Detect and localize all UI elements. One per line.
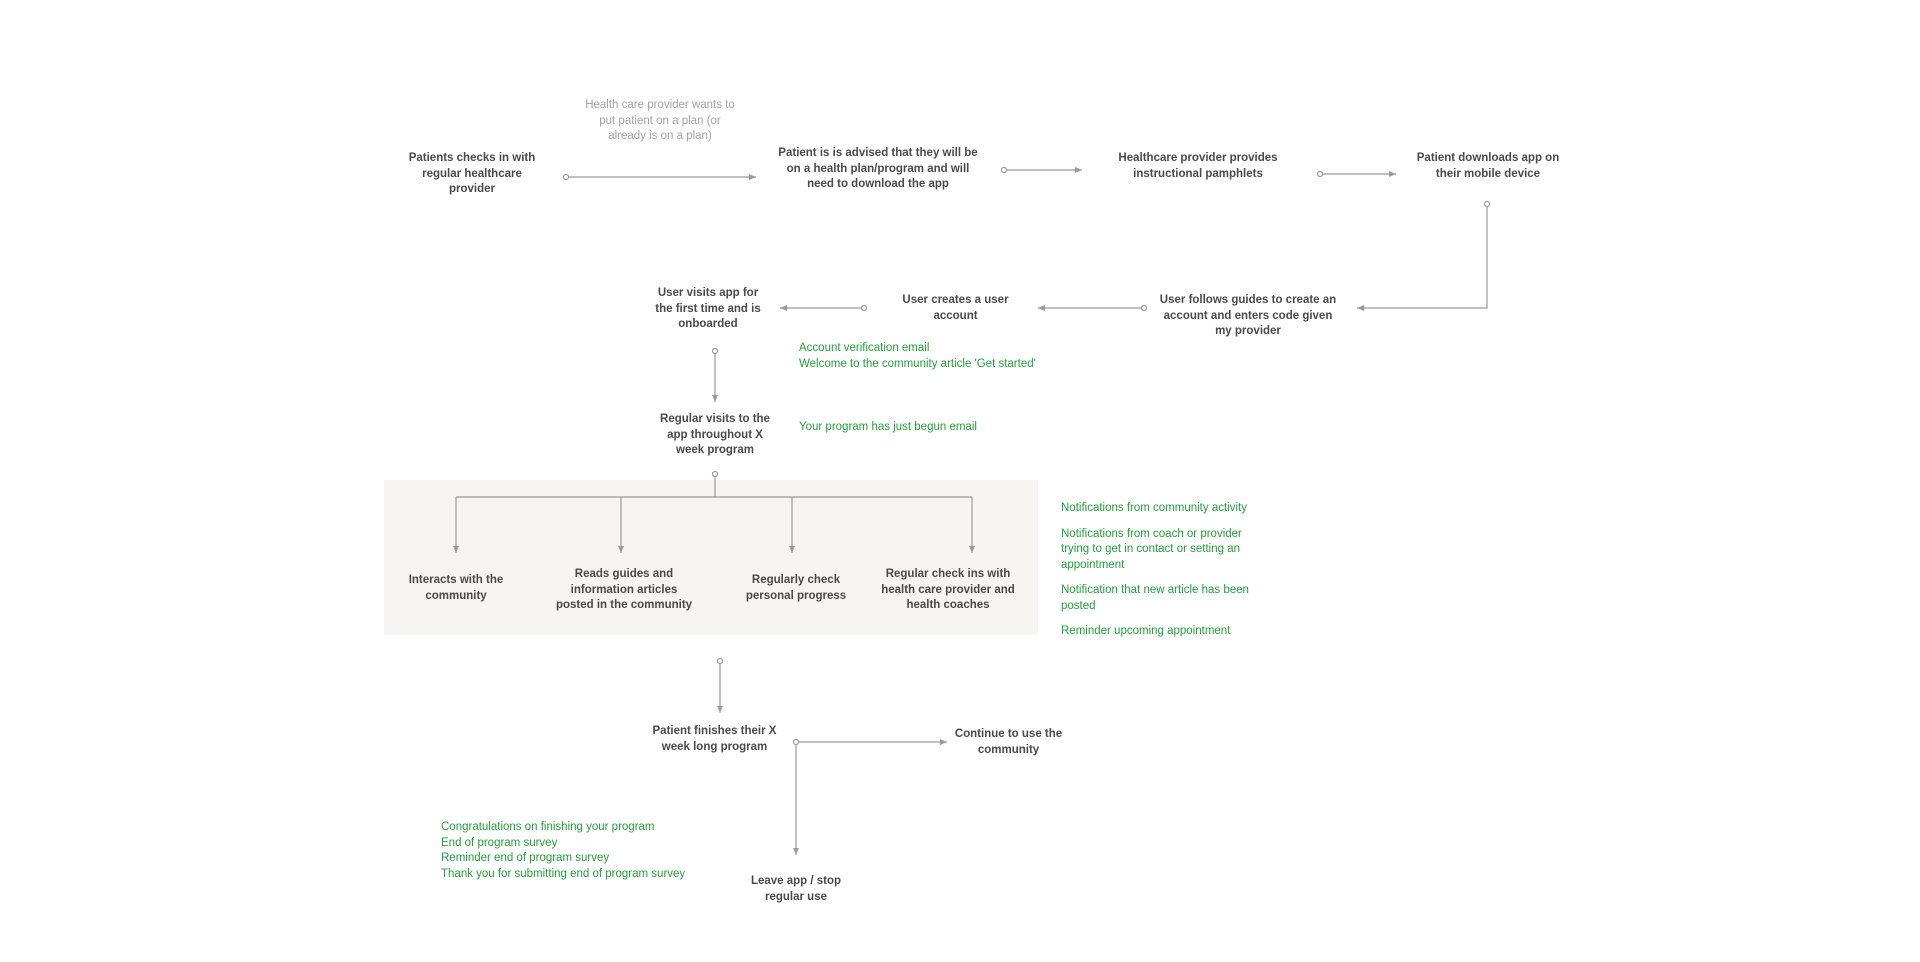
node-finishes-program: Patient finishes their X week long progr…	[652, 725, 777, 753]
touchpoint-item: Reminder upcoming appointment	[1061, 625, 1231, 637]
connector-start-dot	[860, 304, 868, 312]
node-regular-check-ins: Regular check ins with health care provi…	[881, 568, 1015, 611]
touchpoints-program-end: Congratulations on finishing your progra…	[441, 820, 721, 882]
node-check-in: Patients checks in with regular healthca…	[408, 152, 536, 195]
connector-start-dot	[1483, 200, 1491, 208]
node-first-visit-onboarded: User visits app for the first time and i…	[655, 287, 761, 330]
touchpoint-item: Notifications from community activity	[1061, 502, 1247, 514]
connector-start-dot	[562, 173, 570, 181]
node-continue-community: Continue to use the community	[954, 728, 1063, 756]
node-regular-visits: Regular visits to the app throughout X w…	[660, 413, 770, 456]
touchpoint-item: Reminder end of program survey	[441, 852, 610, 864]
touchpoint-item: Thank you for submitting end of program …	[441, 867, 686, 880]
node-creates-account: User creates a user account	[902, 294, 1009, 322]
node-advised-health-plan: Patient is is advised that they will be …	[778, 147, 978, 190]
node-instructional-pamphlets: Healthcare provider provides instruction…	[1118, 152, 1278, 180]
node-leave-app: Leave app / stop regular use	[750, 875, 842, 903]
program-activities-group	[384, 480, 1038, 635]
node-check-progress: Regularly check personal progress	[745, 574, 847, 602]
node-reads-guides: Reads guides and information articles po…	[555, 568, 693, 611]
connector-start-dot	[1000, 166, 1008, 174]
connector-download-to-guides	[1357, 205, 1488, 311]
connector-start-dot	[716, 657, 724, 665]
connector-start-dot	[711, 470, 719, 478]
touchpoint-item: Welcome to the community article 'Get st…	[799, 357, 1036, 370]
connector-start-dot	[792, 738, 800, 746]
node-follows-guides: User follows guides to create an account…	[1159, 294, 1337, 337]
touchpoint-item: Account verification email	[799, 342, 930, 354]
touchpoint-item: Notifications from coach or provider try…	[1061, 527, 1242, 571]
connector-start-dot	[711, 347, 719, 355]
touchpoint-item: End of program survey	[441, 836, 558, 849]
node-interacts-community: Interacts with the community	[408, 574, 504, 602]
touchpoints-during-program: Notifications from community activity No…	[1061, 501, 1266, 640]
node-downloads-app: Patient downloads app on their mobile de…	[1416, 152, 1560, 180]
touchpoint-item: Notification that new article has been p…	[1061, 584, 1249, 612]
touchpoint-item: Congratulations on finishing your progra…	[441, 821, 655, 833]
touchpoint-program-begun: Your program has just begun email	[799, 421, 977, 433]
touchpoints-onboarding: Account verification email Welcome to th…	[799, 341, 1089, 372]
note-provider-wants-plan: Health care provider wants to put patien…	[585, 99, 735, 142]
connector-start-dot	[1140, 304, 1148, 312]
connector-start-dot	[1316, 170, 1324, 178]
